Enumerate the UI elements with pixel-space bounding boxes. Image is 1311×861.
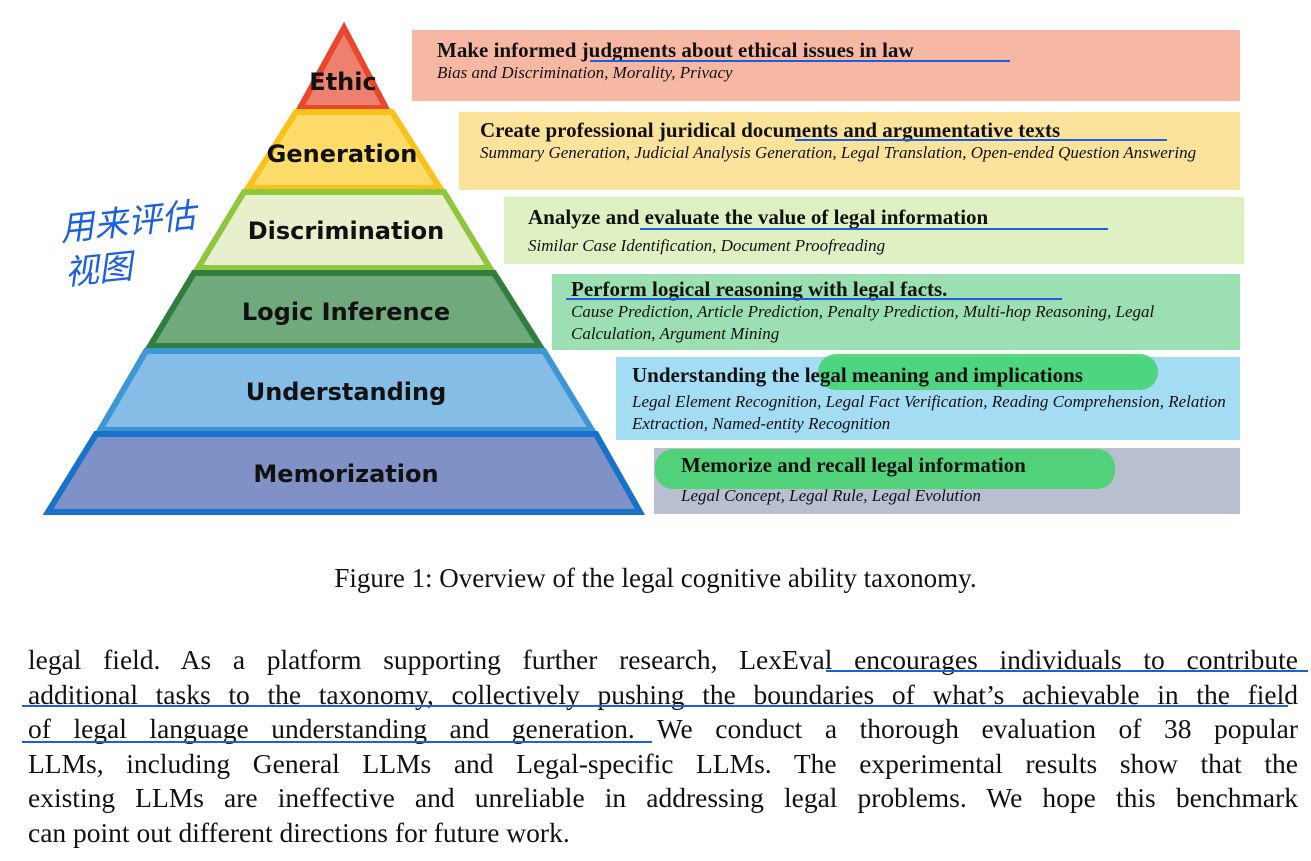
level-label-discrimination: Discrimination — [248, 217, 445, 245]
level-label-logic-inference: Logic Inference — [242, 298, 450, 326]
paragraph-line: legal field. As a platform supporting fu… — [28, 644, 1298, 675]
pyramid-diagram: Ethic Generation Discrimination Logic In… — [42, 21, 646, 515]
task-list-ethic: Bias and Discrimination, Morality, Priva… — [437, 63, 733, 82]
paragraph-line: LLMs, including General LLMs and Legal-s… — [28, 747, 1298, 779]
task-list-logic: Cause Prediction, Article Prediction, Pe… — [571, 302, 1155, 343]
paragraph-line: of legal language understanding and gene… — [28, 713, 1298, 744]
task-content-understanding: Understanding the legal meaning and impl… — [616, 357, 1240, 440]
underline-generation — [795, 139, 1167, 141]
level-label-ethic: Ethic — [309, 68, 376, 96]
body-paragraph: legal field. As a platform supporting fu… — [28, 643, 1298, 850]
underline-logic — [566, 298, 1062, 300]
underline-paragraph-2 — [22, 705, 1288, 707]
handwritten-note: 用来评估 视图 — [58, 192, 216, 295]
level-label-memorization: Memorization — [253, 460, 438, 488]
paragraph-line: existing LLMs are ineffective and unreli… — [28, 782, 1298, 813]
paragraph-line: can point out different directions for f… — [28, 816, 570, 848]
task-heading-memorization: Memorize and recall legal information — [681, 453, 1026, 477]
level-label-generation: Generation — [267, 140, 418, 168]
figure-caption: Figure 1: Overview of the legal cognitiv… — [334, 563, 977, 593]
highlight-memorization — [655, 449, 1115, 489]
pyramid-level-generation: Generation — [242, 109, 446, 191]
pyramid-level-memorization: Memorization — [42, 431, 646, 515]
task-heading-discrimination: Analyze and evaluate the value of legal … — [528, 205, 989, 229]
task-heading-logic: Perform logical reasoning with legal fac… — [571, 277, 948, 301]
level-label-understanding: Understanding — [246, 378, 447, 406]
task-heading-ethic: Make informed judgments about ethical is… — [437, 38, 914, 62]
pyramid-level-ethic: Ethic — [294, 21, 391, 111]
underline-ethic — [590, 60, 1010, 62]
task-box-generation: Create professional juridical documents … — [459, 112, 1240, 190]
pyramid-level-logic-inference: Logic Inference — [144, 270, 546, 349]
task-box-logic: Perform logical reasoning with legal fac… — [552, 274, 1240, 350]
task-list-memorization: Legal Concept, Legal Rule, Legal Evoluti… — [681, 486, 981, 505]
underline-paragraph-1 — [826, 670, 1308, 672]
task-box-discrimination: Analyze and evaluate the value of legal … — [504, 197, 1244, 264]
highlight-understanding — [818, 354, 1158, 390]
task-heading-understanding: Understanding the legal meaning and impl… — [632, 363, 1083, 387]
task-list-understanding: Legal Element Recognition, Legal Fact Ve… — [632, 392, 1226, 433]
underline-paragraph-3 — [22, 741, 652, 743]
underline-discrimination — [640, 228, 1108, 230]
task-heading-generation: Create professional juridical documents … — [480, 118, 1061, 142]
task-box-ethic: Make informed judgments about ethical is… — [412, 30, 1240, 101]
task-content-memorization: Memorize and recall legal information Le… — [654, 448, 1240, 514]
pyramid-level-discrimination: Discrimination — [192, 189, 496, 271]
paragraph-line: additional tasks to the taxonomy, collec… — [28, 678, 1298, 710]
task-list-discrimination: Similar Case Identification, Document Pr… — [528, 236, 886, 255]
task-list-generation: Summary Generation, Judicial Analysis Ge… — [480, 143, 1197, 162]
pyramid-level-understanding: Understanding — [94, 348, 598, 433]
